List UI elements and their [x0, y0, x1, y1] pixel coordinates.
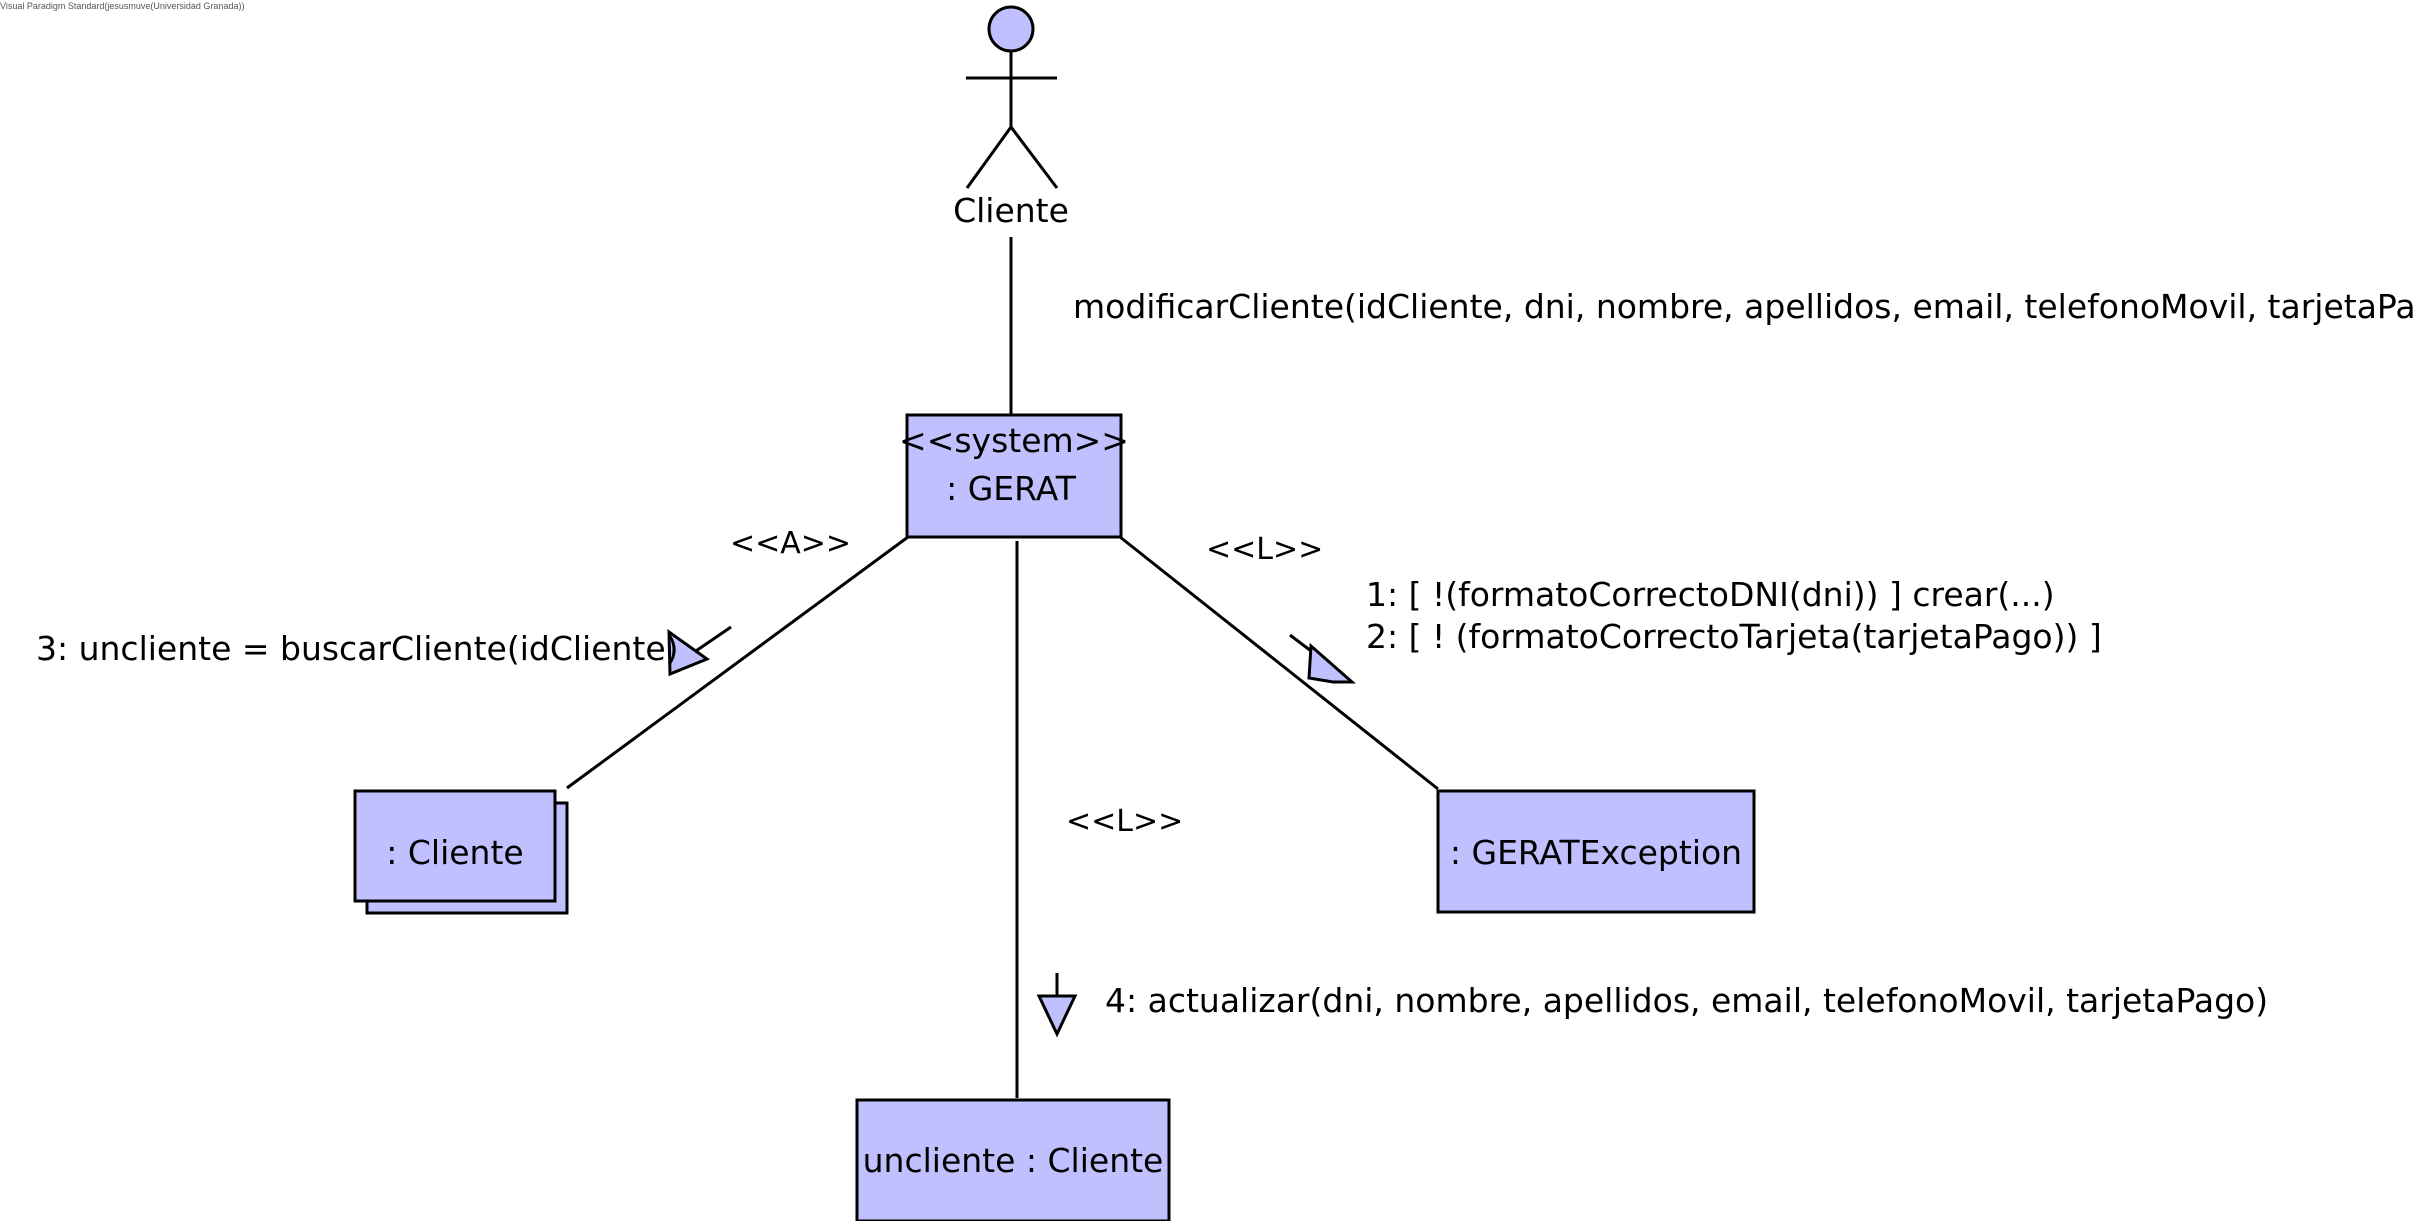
object-uncliente[interactable]: uncliente : Cliente [855, 1098, 1171, 1221]
message-3: 3: uncliente = buscarCliente(idCliente) [36, 629, 679, 668]
stereotype-a: <<A>> [730, 526, 851, 561]
actor-cliente[interactable]: Cliente [953, 5, 1069, 230]
message-1: 1: [ !(formatoCorrectoDNI(dni)) ] crear(… [1366, 575, 2055, 614]
link-gerat-exception [1119, 535, 1439, 791]
stereotype-l-right: <<L>> [1206, 532, 1323, 567]
message-2: 2: [ ! (formatoCorrectoTarjeta(tarjetaPa… [1366, 617, 2102, 656]
arrow-msg4 [1036, 973, 1078, 1038]
message-actor: modificarCliente(idCliente, dni, nombre,… [1073, 287, 2415, 326]
message-4: 4: actualizar(dni, nombre, apellidos, em… [1105, 981, 2268, 1020]
arrow-msg3 [667, 625, 732, 677]
cliente-multi-name: : Cliente [386, 833, 523, 872]
uncliente-name: uncliente : Cliente [863, 1141, 1164, 1180]
actor-label: Cliente [953, 191, 1069, 230]
multi-object-front [353, 789, 557, 903]
arrow-msg1-2 [1289, 633, 1356, 684]
watermark: Visual Paradigm Standard(jesusmuve(Unive… [0, 1, 244, 11]
gerat-exception-name: : GERATException [1450, 833, 1742, 872]
object-cliente-multi[interactable]: : Cliente [353, 789, 569, 915]
gerat-name: : GERAT [946, 469, 1077, 508]
gerat-stereotype: <<system>> [899, 421, 1129, 460]
link-gerat-cliente [566, 535, 909, 790]
actor-head [987, 5, 1035, 53]
stereotype-l-center: <<L>> [1066, 804, 1183, 839]
object-gerat[interactable]: <<system>> : GERAT [899, 413, 1129, 539]
object-gerat-exception[interactable]: : GERATException [1436, 789, 1756, 914]
